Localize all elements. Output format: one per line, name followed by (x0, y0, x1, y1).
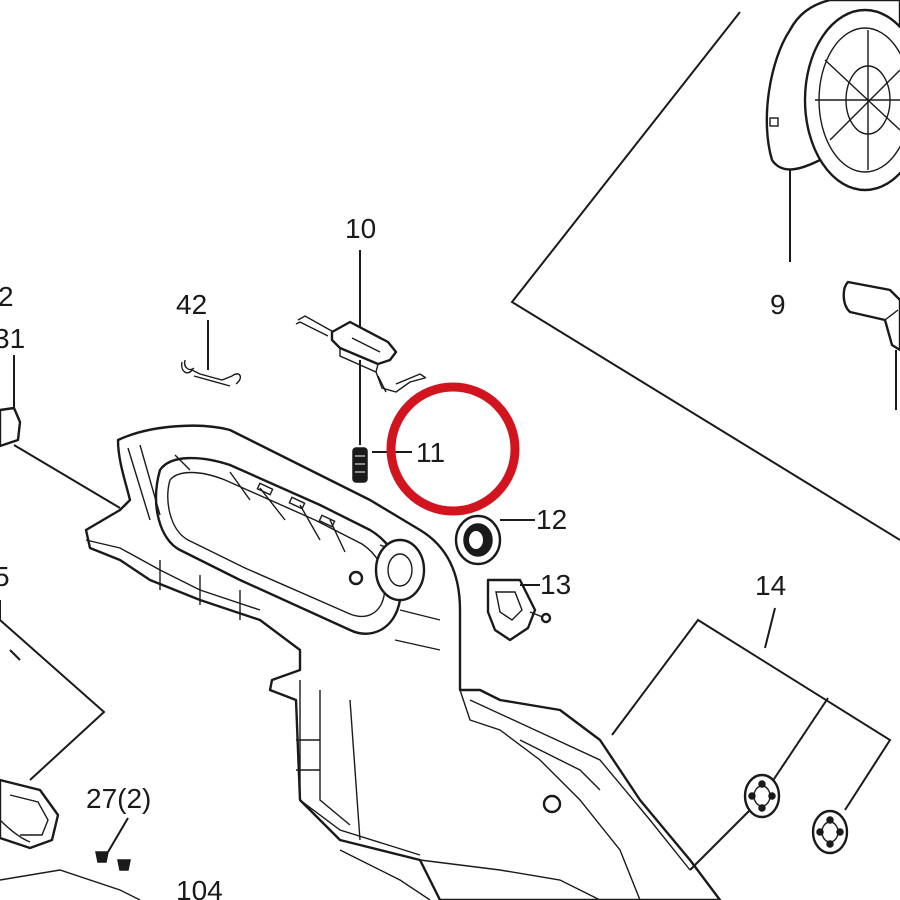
part-14-wheel-b (811, 809, 849, 855)
part-10-label: 10 (345, 213, 376, 244)
part-104-label: 104 (176, 875, 223, 900)
part-9-callout-box (510, 11, 900, 541)
part-12-bushing (454, 514, 502, 566)
highlight-circle (386, 382, 520, 516)
part-14-leader (764, 607, 776, 649)
part-12-group: 12 (454, 504, 567, 566)
part-13-label: 13 (540, 569, 571, 600)
part-42-group: 42 (176, 289, 242, 387)
part-14-wheel-leader-a (769, 697, 829, 786)
part-27-leader (107, 817, 129, 853)
part-13-group: 13 (486, 569, 571, 642)
partial-label-5: 5 (0, 561, 10, 592)
main-housing (84, 424, 722, 900)
part-9-group: 9 (510, 0, 900, 541)
part-14-wheel-a (743, 773, 781, 819)
part-42-wire (180, 359, 242, 387)
part-11-label: 11 (416, 437, 445, 468)
part-31-shape (0, 406, 22, 448)
part-27-screws (95, 851, 131, 871)
part-14-group: 14 (611, 570, 892, 871)
partial-label-2: 2 (0, 281, 14, 312)
part-9-label: 9 (770, 289, 786, 320)
lower-left-group: 27(2) 104 (0, 778, 223, 900)
part-edge-bracket (842, 280, 900, 410)
part-11-spring (352, 447, 368, 483)
part-12-label: 12 (536, 504, 567, 535)
part-31-to-housing-leader (13, 444, 121, 509)
part-14-wheel-leader-b (689, 799, 761, 871)
part-5-bracket (0, 778, 60, 850)
part-42-label: 42 (176, 289, 207, 320)
part-10-group: 10 (295, 213, 427, 393)
part-10-switch (295, 315, 427, 393)
left-edge-group: 2 31 5 (0, 281, 121, 781)
part-27-label: 27(2) (86, 783, 151, 814)
part-11-group: 11 (352, 360, 520, 516)
part-5-callout (0, 600, 106, 781)
part-14-label: 14 (755, 570, 786, 601)
part-14-callout-box (611, 618, 892, 811)
part-31-label: 31 (0, 323, 25, 354)
part-9-fan-wheel (765, 0, 900, 192)
